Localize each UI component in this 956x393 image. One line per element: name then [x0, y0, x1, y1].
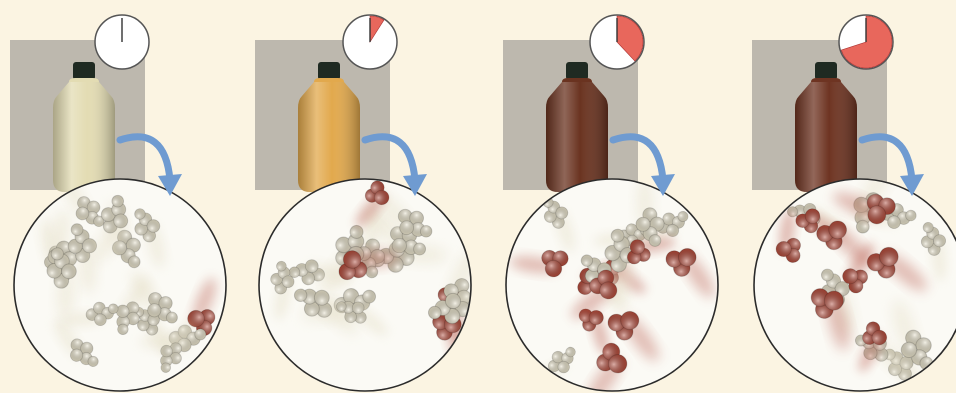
magnified-view — [259, 178, 504, 391]
clock-icon — [839, 15, 893, 69]
stage-panel-3 — [503, 15, 721, 393]
magnified-view — [506, 177, 721, 393]
bottle-cap — [73, 62, 95, 80]
bottle-cap — [815, 62, 837, 80]
bottle-cap — [318, 62, 340, 80]
clock-icon — [343, 15, 397, 69]
stage-panel-1 — [10, 15, 230, 391]
stage-panel-4 — [752, 15, 956, 393]
clock-icon — [95, 15, 149, 69]
clock-icon — [590, 15, 644, 69]
stage-panel-2 — [255, 15, 504, 391]
bottle-cap — [566, 62, 588, 80]
magnified-view — [14, 167, 230, 391]
magnified-view — [754, 158, 956, 393]
